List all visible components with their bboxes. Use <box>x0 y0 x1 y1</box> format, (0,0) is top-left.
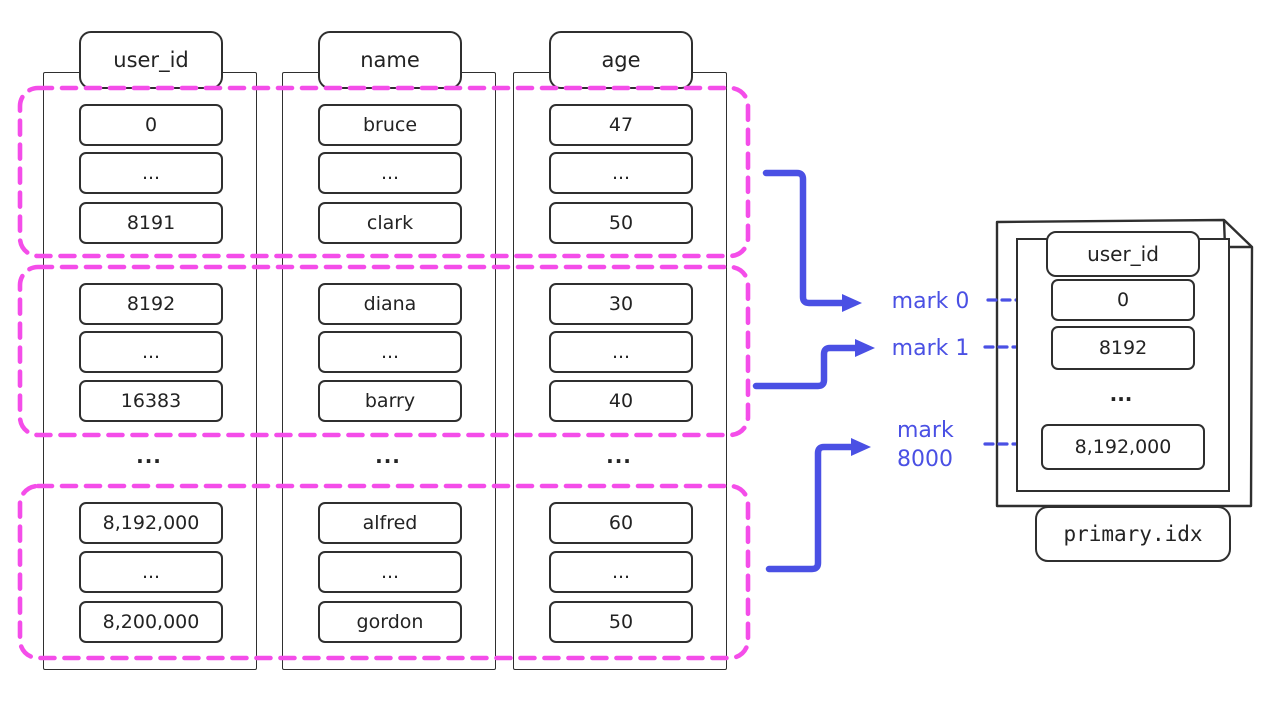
cell-age: ... <box>549 152 693 194</box>
arrowhead-mark0-icon <box>842 294 862 312</box>
index-cell: 8,192,000 <box>1041 424 1205 470</box>
cell-age: ... <box>549 551 693 593</box>
column-gap-ellipsis: ... <box>606 444 632 468</box>
cell-name: ... <box>318 331 462 373</box>
column-gap-ellipsis: ... <box>375 444 401 468</box>
index-file-name-label: primary.idx <box>1035 506 1231 562</box>
column-header-name: name <box>318 31 462 89</box>
index-ellipsis: ... <box>1109 382 1133 406</box>
cell-name: bruce <box>318 104 462 146</box>
cell-age: 50 <box>549 202 693 244</box>
cell-age: ... <box>549 331 693 373</box>
index-cell: 0 <box>1051 279 1195 321</box>
column-header-user-id: user_id <box>79 31 223 89</box>
cell-name: diana <box>318 283 462 325</box>
cell-user-id: 8,192,000 <box>79 502 223 544</box>
mark-1-label: mark 1 <box>891 336 970 361</box>
cell-age: 60 <box>549 502 693 544</box>
cell-name: ... <box>318 551 462 593</box>
cell-user-id: 16383 <box>79 380 223 422</box>
mark-8000-label: mark 8000 <box>897 418 954 472</box>
column-gap-ellipsis: ... <box>136 444 162 468</box>
cell-user-id: 8192 <box>79 283 223 325</box>
index-cell: 8192 <box>1051 326 1195 370</box>
arrowhead-mark8000-icon <box>851 438 871 456</box>
cell-user-id: ... <box>79 551 223 593</box>
column-header-age: age <box>549 31 693 89</box>
cell-user-id: ... <box>79 152 223 194</box>
granule-to-mark-arrows <box>752 169 859 573</box>
arrow-granule0-to-mark0 <box>762 169 846 307</box>
cell-user-id: 8,200,000 <box>79 601 223 643</box>
cell-name: alfred <box>318 502 462 544</box>
granule-arrowheads <box>842 294 875 456</box>
cell-age: 47 <box>549 104 693 146</box>
index-column-header: user_id <box>1046 231 1200 277</box>
cell-name: clark <box>318 202 462 244</box>
cell-user-id: ... <box>79 331 223 373</box>
arrow-granule8000-to-mark8000 <box>765 443 855 573</box>
cell-age: 30 <box>549 283 693 325</box>
cell-name: ... <box>318 152 462 194</box>
cell-age: 40 <box>549 380 693 422</box>
mark-0-label: mark 0 <box>891 289 970 314</box>
arrow-granule1-to-mark1 <box>752 344 859 390</box>
cell-user-id: 0 <box>79 104 223 146</box>
cell-name: barry <box>318 380 462 422</box>
cell-age: 50 <box>549 601 693 643</box>
cell-name: gordon <box>318 601 462 643</box>
cell-user-id: 8191 <box>79 202 223 244</box>
